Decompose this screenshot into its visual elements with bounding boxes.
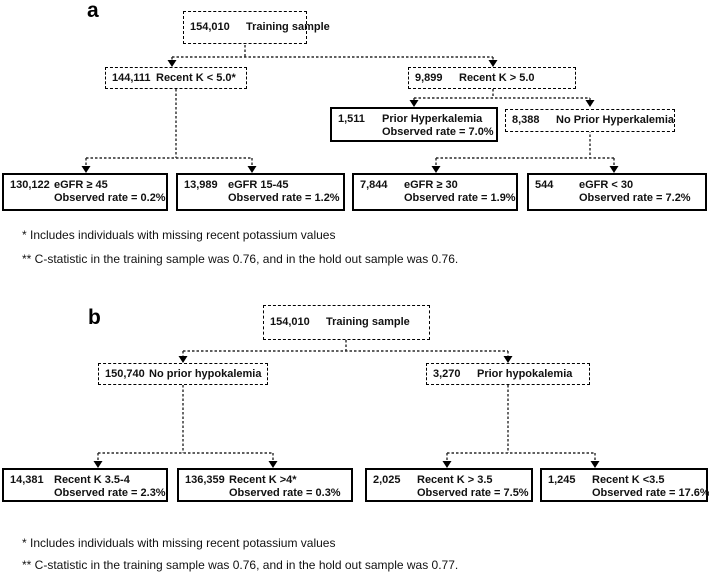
node-count: 1,511 (338, 113, 365, 125)
node-recent-k-lt-3-5: 1,245 Recent K <3.5 Observed rate = 17.6… (540, 468, 709, 502)
node-count: 154,010 (190, 21, 230, 33)
node-egfr-ge-45: 130,122 eGFR ≥ 45 Observed rate = 0.2% (2, 173, 168, 211)
panel-a: a 154,010 Training sample 144,111 Recent… (2, 0, 707, 266)
node-recent-k-gt-3-5: 2,025 Recent K > 3.5 Observed rate = 7.5… (365, 468, 533, 502)
node-count: 14,381 (10, 474, 44, 486)
node-count: 13,989 (184, 179, 218, 191)
panel-b: b 154,010 Training sample 150,740 No pri… (0, 290, 709, 574)
node-count: 130,122 (10, 179, 50, 191)
node-count: 2,025 (373, 474, 401, 486)
node-label: Prior Hyperkalemia (382, 113, 483, 125)
node-observed-rate: Observed rate = 1.9% (404, 192, 516, 204)
node-count: 7,844 (360, 179, 388, 191)
footnote-cstatistic-b: ** C-statistic in the training sample wa… (22, 558, 459, 572)
node-label: Recent K 3.5-4 (54, 474, 130, 486)
footnote-missing-potassium-b: * Includes individuals with missing rece… (22, 536, 336, 550)
footnote-missing-potassium-a: * Includes individuals with missing rece… (22, 228, 336, 242)
node-egfr-ge-30: 7,844 eGFR ≥ 30 Observed rate = 1.9% (352, 173, 518, 211)
footnote-cstatistic-a: ** C-statistic in the training sample wa… (22, 252, 459, 266)
node-label: eGFR ≥ 30 (404, 179, 458, 191)
node-recent-k-lt5: 144,111 Recent K < 5.0* (105, 67, 247, 89)
node-observed-rate: Observed rate = 1.2% (228, 192, 340, 204)
node-training-sample-b: 154,010 Training sample (263, 305, 430, 340)
node-label: Prior hypokalemia (477, 367, 573, 380)
node-label: eGFR 15-45 (228, 179, 289, 191)
node-label: Training sample (326, 316, 410, 328)
node-observed-rate: Observed rate = 7.0% (382, 126, 494, 138)
node-training-sample-a: 154,010 Training sample (183, 11, 330, 44)
node-label: eGFR < 30 (579, 179, 634, 191)
node-label: eGFR ≥ 45 (54, 179, 108, 191)
node-no-prior-hyperkalemia: 8,388 No Prior Hyperkalemia (505, 109, 675, 132)
node-label: Recent K > 5.0 (459, 71, 535, 84)
node-no-prior-hypokalemia: 150,740 No prior hypokalemia (98, 363, 268, 385)
node-label: No Prior Hyperkalemia (556, 114, 674, 126)
node-egfr-15-45: 13,989 eGFR 15-45 Observed rate = 1.2% (176, 173, 345, 211)
node-label: Recent K >4* (229, 474, 297, 486)
node-observed-rate: Observed rate = 2.3% (54, 487, 166, 499)
node-recent-k-gt5: 9,899 Recent K > 5.0 (408, 67, 576, 89)
node-label: Recent K > 3.5 (417, 474, 493, 486)
node-count: 544 (535, 179, 554, 191)
node-count: 9,899 (415, 71, 443, 84)
node-label: No prior hypokalemia (149, 367, 262, 380)
node-count: 136,359 (185, 474, 225, 486)
node-count: 8,388 (512, 114, 540, 126)
node-prior-hyperkalemia: 1,511 Prior Hyperkalemia Observed rate =… (330, 107, 498, 142)
node-recent-k-gt4: 136,359 Recent K >4* Observed rate = 0.3… (177, 468, 353, 502)
node-observed-rate: Observed rate = 0.3% (229, 487, 341, 499)
node-observed-rate: Observed rate = 0.2% (54, 192, 166, 204)
node-count: 150,740 (105, 367, 145, 380)
node-count: 3,270 (433, 367, 461, 380)
node-observed-rate: Observed rate = 7.2% (579, 192, 691, 204)
node-observed-rate: Observed rate = 7.5% (417, 487, 529, 499)
panel-a-connector-lines (81, 45, 619, 173)
node-label: Training sample (246, 21, 330, 33)
node-count: 1,245 (548, 474, 576, 486)
node-label: Recent K <3.5 (592, 474, 665, 486)
panel-a-label: a (87, 0, 99, 22)
node-recent-k-3-5-4: 14,381 Recent K 3.5-4 Observed rate = 2.… (2, 468, 168, 502)
panel-b-label: b (88, 306, 101, 329)
node-observed-rate: Observed rate = 17.6% (592, 487, 709, 499)
node-prior-hypokalemia: 3,270 Prior hypokalemia (426, 363, 590, 385)
node-count: 144,111 (112, 71, 151, 84)
node-label: Recent K < 5.0* (156, 71, 236, 84)
node-egfr-lt-30: 544 eGFR < 30 Observed rate = 7.2% (527, 173, 707, 211)
node-count: 154,010 (270, 316, 310, 328)
